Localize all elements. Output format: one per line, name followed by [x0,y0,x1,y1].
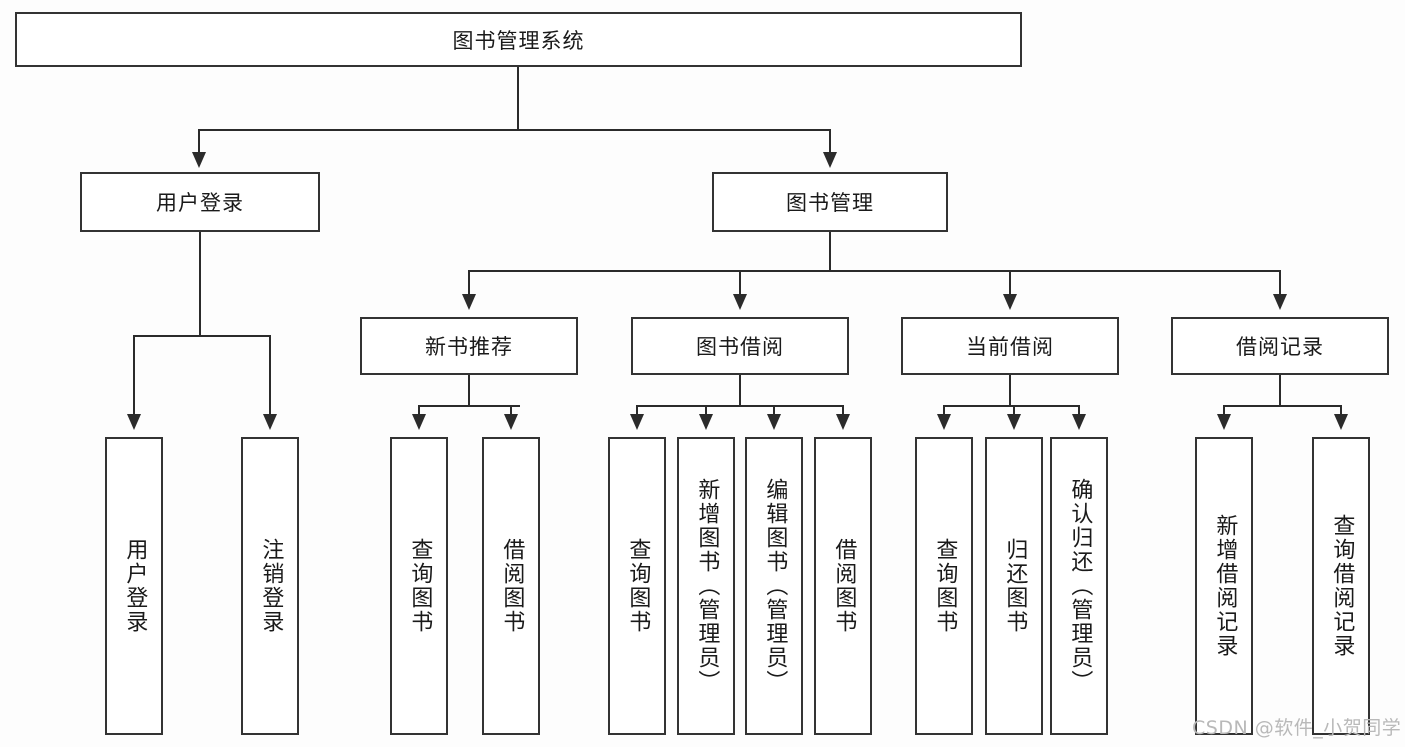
node-label: 查询图书 [407,538,433,634]
connector-cb-to-leaf-3 [1078,405,1080,417]
arrow-root-to-book-management [823,152,837,168]
connector-borrow-record-bar [1223,405,1341,407]
leaf-new-book-borrow-books[interactable]: 借阅图书 [482,437,540,735]
node-label: 新增图书（管理员） [694,478,720,694]
connector-br-to-leaf-1 [1223,405,1225,417]
node-label: 查询借阅记录 [1329,514,1355,658]
leaf-book-borrow-add-book-admin[interactable]: 新增图书（管理员） [677,437,735,735]
node-label: 查询图书 [932,538,958,634]
arrow-bm-to-borrow-record [1273,294,1287,310]
connector-root-to-book-management [829,129,831,156]
connector-root-stem [517,67,519,130]
connector-bb-to-leaf-1 [636,405,638,417]
arrow-br-to-leaf-2 [1334,414,1348,430]
node-new-book-recommend[interactable]: 新书推荐 [360,317,578,375]
connector-user-login-to-leaf-2 [269,335,271,417]
arrow-user-login-to-leaf-1 [127,414,141,430]
leaf-current-borrow-query-books[interactable]: 查询图书 [915,437,973,735]
connector-new-book-bar [418,405,520,407]
node-user-login[interactable]: 用户登录 [80,172,320,232]
node-label: 借阅图书 [499,538,525,634]
leaf-book-borrow-edit-book-admin[interactable]: 编辑图书（管理员） [745,437,803,735]
connector-book-management-stem [829,232,831,272]
arrow-bb-to-leaf-3 [767,414,781,430]
arrow-bb-to-leaf-2 [699,414,713,430]
leaf-borrow-record-query-record[interactable]: 查询借阅记录 [1312,437,1370,735]
node-root-book-management-system[interactable]: 图书管理系统 [15,12,1022,67]
connector-new-book-stem [468,375,470,407]
arrow-bb-to-leaf-4 [836,414,850,430]
connector-new-book-to-leaf-2 [510,405,512,417]
node-label: 借阅图书 [831,538,857,634]
connector-bm-to-new-book [468,270,470,297]
leaf-user-login-login[interactable]: 用户登录 [105,437,163,735]
leaf-book-borrow-query-books[interactable]: 查询图书 [608,437,666,735]
leaf-new-book-query-books[interactable]: 查询图书 [390,437,448,735]
connector-cb-to-leaf-2 [1013,405,1015,417]
watermark-text: CSDN @软件_小贺同学 [1192,717,1402,739]
node-label: 归还图书 [1002,538,1028,634]
arrow-bb-to-leaf-1 [630,414,644,430]
connector-bb-to-leaf-2 [705,405,707,417]
connector-bb-to-leaf-4 [842,405,844,417]
leaf-current-borrow-confirm-return-admin[interactable]: 确认归还（管理员） [1050,437,1108,735]
connector-user-login-to-leaf-1 [133,335,135,417]
node-borrow-record[interactable]: 借阅记录 [1171,317,1389,375]
node-book-management[interactable]: 图书管理 [712,172,948,232]
connector-book-borrow-bar [636,405,844,407]
node-current-borrow[interactable]: 当前借阅 [901,317,1119,375]
node-label: 图书管理 [786,191,874,215]
node-label: 图书管理系统 [452,28,585,53]
connector-user-login-stem [199,232,201,336]
connector-bm-to-book-borrow [739,270,741,297]
node-label: 编辑图书（管理员） [762,478,788,694]
connector-root-bar [198,129,831,131]
connector-current-borrow-stem [1009,375,1011,407]
connector-cb-to-leaf-1 [943,405,945,417]
node-label: 用户登录 [122,538,148,634]
arrow-bm-to-book-borrow [733,294,747,310]
connector-root-to-user-login [198,129,200,156]
arrow-bm-to-current-borrow [1003,294,1017,310]
arrow-br-to-leaf-1 [1217,414,1231,430]
node-label: 用户登录 [156,191,244,215]
node-label: 新书推荐 [425,335,513,359]
node-label: 当前借阅 [966,335,1054,359]
node-label: 新增借阅记录 [1212,514,1238,658]
arrow-cb-to-leaf-2 [1007,414,1021,430]
leaf-current-borrow-return-books[interactable]: 归还图书 [985,437,1043,735]
connector-bb-to-leaf-3 [773,405,775,417]
connector-book-borrow-stem [739,375,741,407]
leaf-borrow-record-add-record[interactable]: 新增借阅记录 [1195,437,1253,735]
arrow-root-to-user-login [192,152,206,168]
arrow-new-book-to-leaf-1 [412,414,426,430]
node-book-borrow[interactable]: 图书借阅 [631,317,849,375]
connector-bm-to-current-borrow [1009,270,1011,297]
node-label: 查询图书 [625,538,651,634]
arrow-cb-to-leaf-1 [937,414,951,430]
connector-borrow-record-stem [1279,375,1281,407]
leaf-user-login-logout[interactable]: 注销登录 [241,437,299,735]
connector-user-login-bar [133,335,269,337]
connector-br-to-leaf-2 [1340,405,1342,417]
arrow-user-login-to-leaf-2 [263,414,277,430]
arrow-cb-to-leaf-3 [1072,414,1086,430]
connector-new-book-to-leaf-1 [418,405,420,417]
arrow-new-book-to-leaf-2 [504,414,518,430]
connector-book-management-bar [468,270,1280,272]
node-label: 确认归还（管理员） [1067,478,1093,694]
connector-current-borrow-bar [943,405,1079,407]
node-label: 借阅记录 [1236,335,1324,359]
connector-bm-to-borrow-record [1279,270,1281,297]
arrow-bm-to-new-book [462,294,476,310]
node-label: 图书借阅 [696,335,784,359]
node-label: 注销登录 [258,538,284,634]
leaf-book-borrow-borrow-books[interactable]: 借阅图书 [814,437,872,735]
